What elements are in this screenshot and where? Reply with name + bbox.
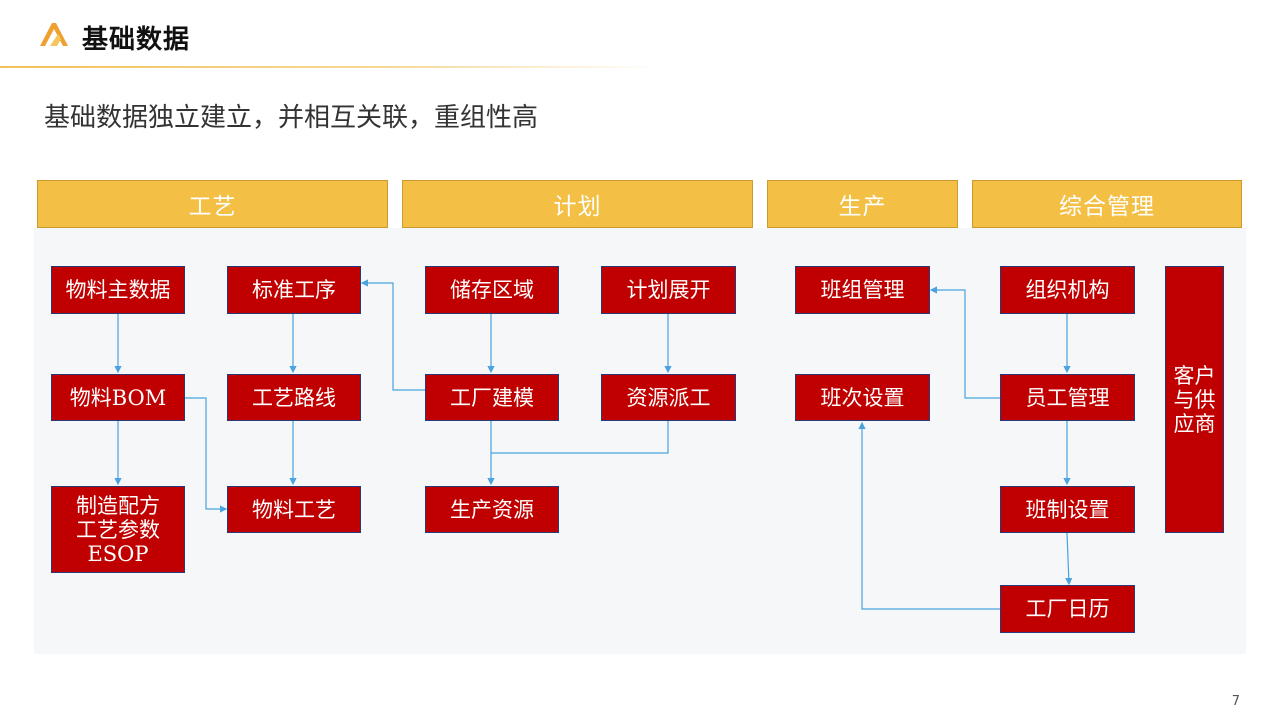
node-production-resource: 生产资源 xyxy=(425,486,559,533)
node-material-master: 物料主数据 xyxy=(51,266,185,314)
link-bom-to-material-process xyxy=(185,397,228,513)
node-standard-process: 标准工序 xyxy=(227,266,361,314)
title-divider xyxy=(0,66,660,68)
category-general-management: 综合管理 xyxy=(972,180,1242,228)
node-team-management: 班组管理 xyxy=(795,266,930,314)
node-factory-modeling: 工厂建模 xyxy=(425,374,559,421)
node-customer-supplier: 客户 与供 应商 xyxy=(1165,266,1224,533)
node-storage-area: 储存区域 xyxy=(425,266,559,314)
node-plan-expand: 计划展开 xyxy=(601,266,736,314)
node-recipe-params-esop: 制造配方 工艺参数 ESOP xyxy=(51,486,185,573)
page-title: 基础数据 xyxy=(82,25,191,55)
node-shift-setting: 班次设置 xyxy=(795,374,930,421)
page-subtitle: 基础数据独立建立，并相互关联，重组性高 xyxy=(44,103,539,133)
company-logo-icon xyxy=(40,23,68,46)
link-shift-system-to-calendar xyxy=(1065,532,1073,586)
node-process-route: 工艺路线 xyxy=(227,374,361,421)
category-process: 工艺 xyxy=(37,180,388,228)
node-shift-system-setting: 班制设置 xyxy=(1000,486,1135,533)
category-plan: 计划 xyxy=(402,180,753,228)
link-dispatch-to-resource xyxy=(491,421,669,454)
node-organization: 组织机构 xyxy=(1000,266,1135,314)
node-material-bom: 物料BOM xyxy=(51,374,185,421)
page-number: 7 xyxy=(1231,694,1240,709)
link-factory-modeling-to-standard-process xyxy=(360,279,425,391)
link-employee-to-team xyxy=(929,286,1001,399)
node-material-process: 物料工艺 xyxy=(227,486,361,533)
link-calendar-to-shift-setting xyxy=(858,421,1001,610)
node-factory-calendar: 工厂日历 xyxy=(1000,585,1135,633)
node-resource-dispatch: 资源派工 xyxy=(601,374,736,421)
node-employee-management: 员工管理 xyxy=(1000,374,1135,421)
category-production: 生产 xyxy=(767,180,958,228)
